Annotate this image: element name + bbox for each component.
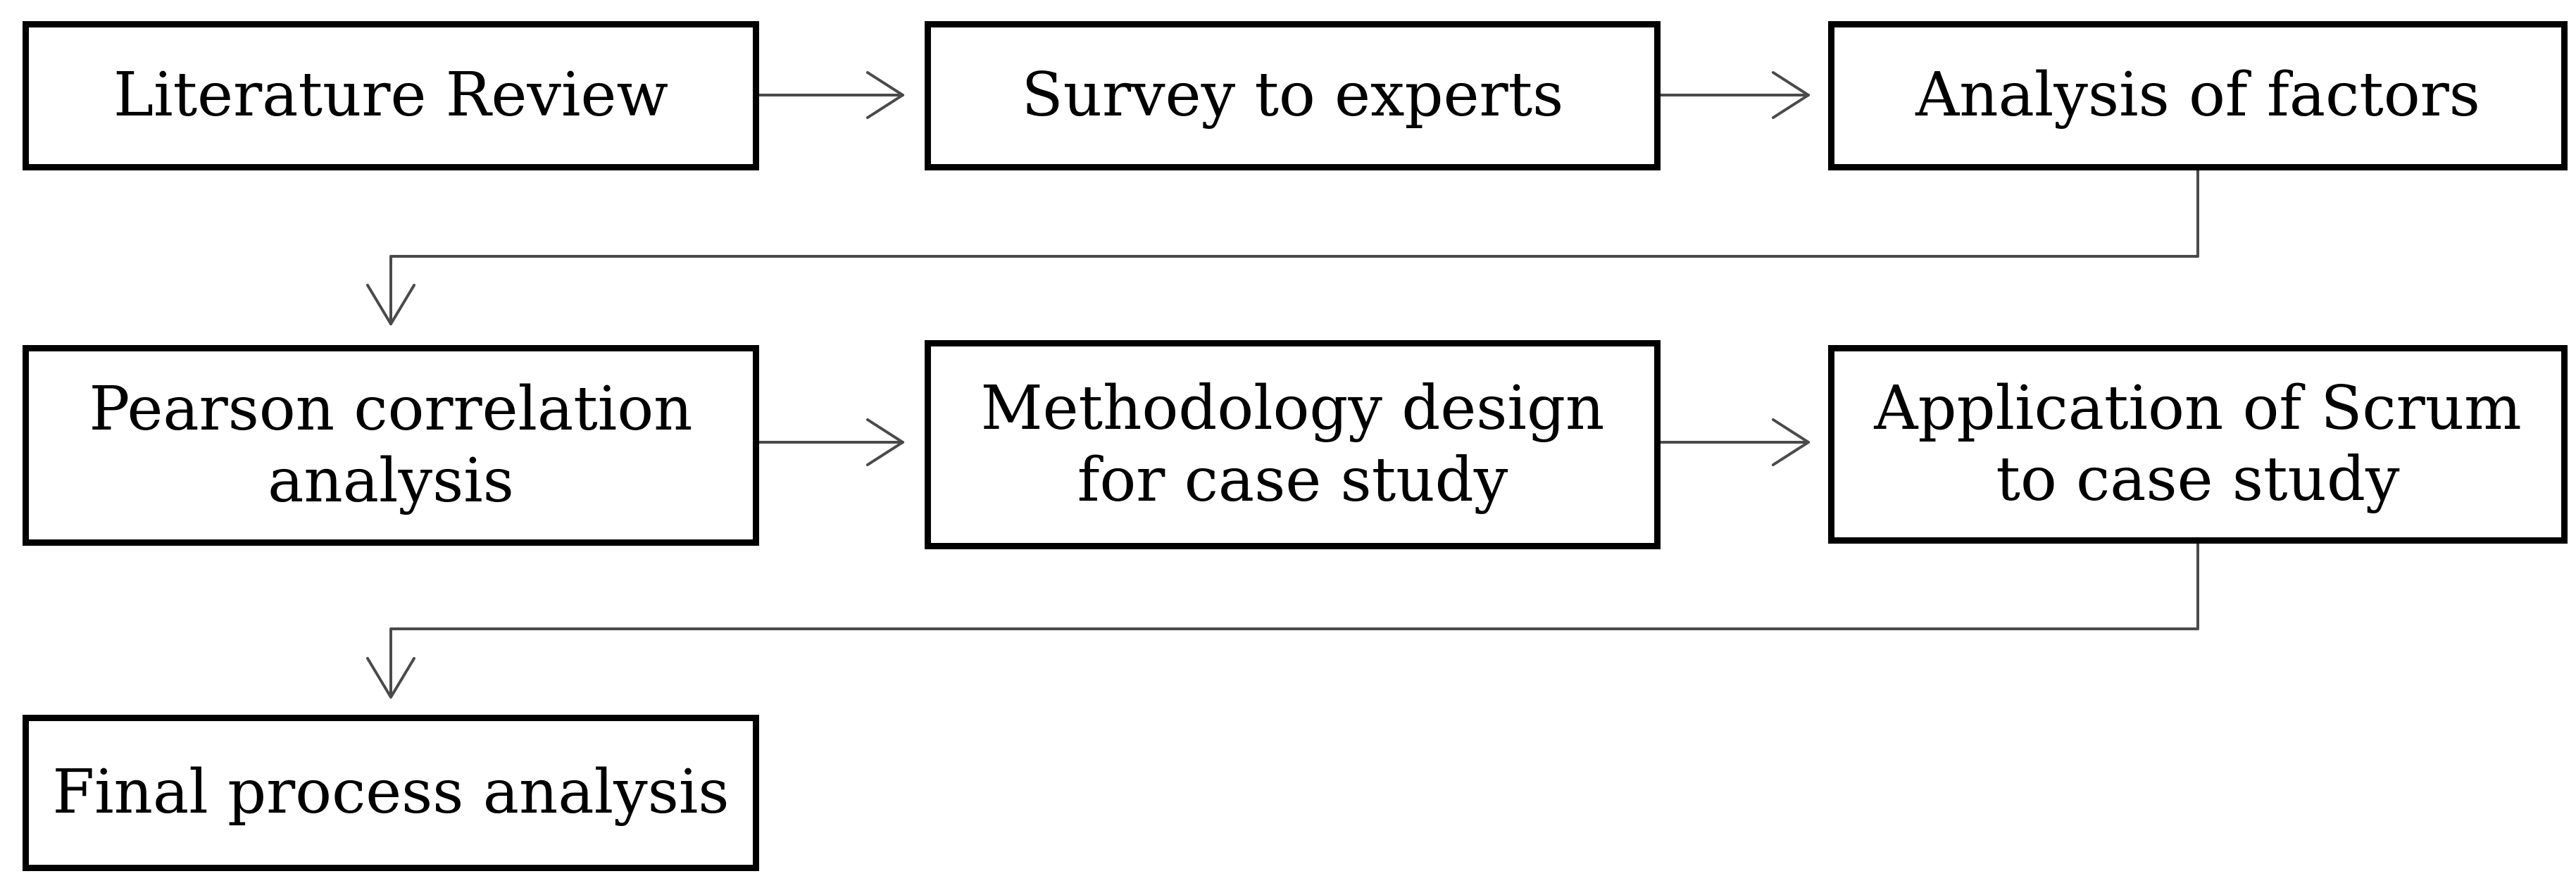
arrow-analysis-to-pearson [366, 168, 2199, 325]
step-label: Analysis of factors [1915, 60, 2480, 131]
step-methodology-design: Methodology design for case study [925, 340, 1661, 549]
step-label: Survey to experts [1021, 60, 1564, 131]
arrow-application-to-final [366, 542, 2199, 699]
arrow-methodology-to-application [1659, 418, 1810, 466]
step-analysis-of-factors: Analysis of factors [1828, 21, 2568, 170]
arrow-pearson-to-methodology [758, 418, 904, 466]
arrow-survey-to-analysis [1659, 71, 1810, 119]
step-pearson-correlation-analysis: Pearson correlation analysis [23, 345, 759, 546]
step-survey-to-experts: Survey to experts [925, 21, 1661, 170]
step-label: Literature Review [113, 60, 668, 131]
step-label: Application of Scrum to case study [1874, 373, 2522, 515]
step-label: Final process analysis [52, 757, 730, 828]
step-label: Pearson correlation analysis [89, 374, 693, 516]
step-label: Methodology design for case study [980, 373, 1605, 515]
step-application-of-scrum: Application of Scrum to case study [1828, 345, 2568, 544]
step-literature-review: Literature Review [23, 21, 759, 170]
arrow-literature-to-survey [758, 71, 904, 119]
step-final-process-analysis: Final process analysis [23, 715, 759, 871]
